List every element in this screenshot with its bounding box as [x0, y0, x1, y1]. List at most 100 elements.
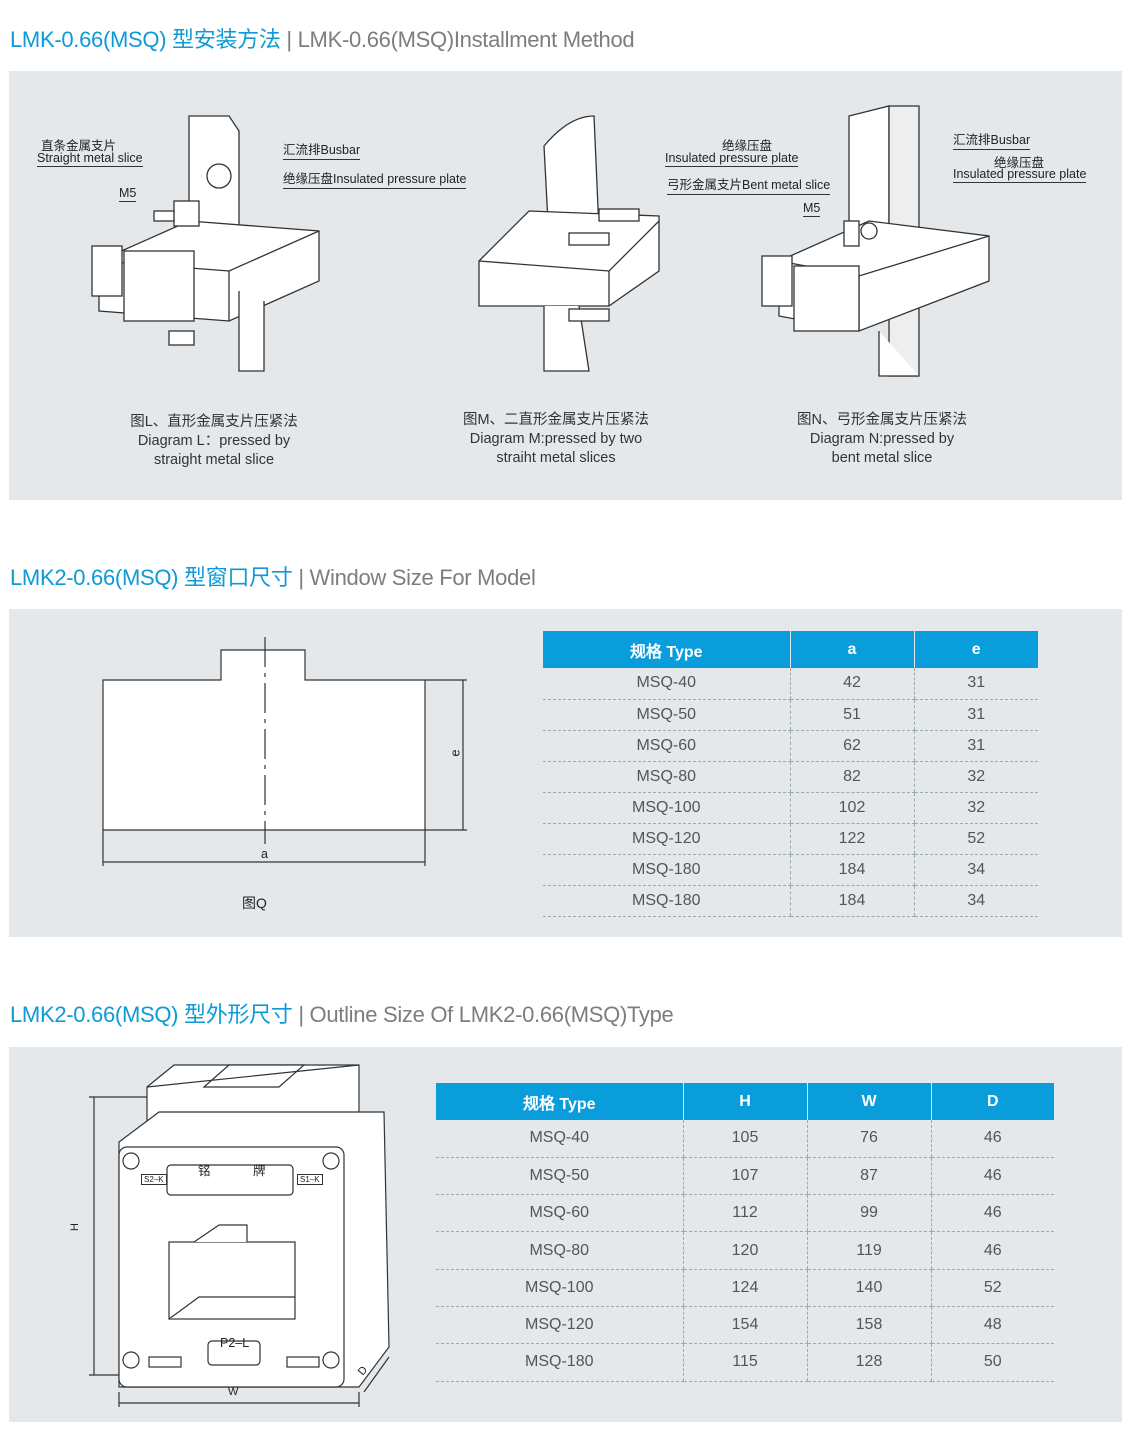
label-straight-slice-en: Straight metal slice	[37, 151, 143, 167]
table-cell: 115	[682, 1343, 807, 1382]
table-cell: MSQ-50	[436, 1157, 683, 1196]
table-cell: 112	[682, 1194, 807, 1233]
table-cell: MSQ-120	[543, 823, 790, 855]
table-cell: MSQ-60	[436, 1194, 683, 1233]
caption-line: Diagram M:pressed by two	[469, 431, 643, 447]
label-m5-n: M5	[803, 201, 821, 217]
table-cell: 87	[806, 1157, 931, 1196]
table-cell: 105	[682, 1120, 807, 1158]
dim-a-label: a	[261, 847, 268, 861]
table-cell: 31	[913, 699, 1038, 731]
caption-diagram-m: 图M、二直形金属支片压紧法 Diagram M:pressed by two str…	[406, 411, 706, 468]
outline-size-panel: 铭 牌 S2–K S1–K P2–L H W D 规格 Type H W D M…	[9, 1047, 1122, 1422]
table-cell: MSQ-80	[436, 1231, 683, 1270]
table-cell: 102	[789, 792, 914, 824]
table-cell: 46	[930, 1231, 1054, 1270]
table-cell: MSQ-50	[543, 699, 790, 731]
window-diagram	[102, 637, 467, 866]
caption-line: 图N、弓形金属支片压紧法	[797, 412, 967, 428]
table-cell: 52	[913, 823, 1038, 855]
header-d: D	[930, 1083, 1054, 1120]
label-straight-slice-cn: 直条金属支片	[41, 139, 117, 153]
table-cell: 52	[930, 1269, 1054, 1307]
header-type: 规格 Type	[543, 631, 790, 668]
label-plate2-n-cn: 绝缘压盘	[994, 156, 1045, 170]
header-e: e	[913, 631, 1038, 668]
table-cell: 31	[913, 730, 1038, 762]
table-cell: 76	[806, 1120, 931, 1158]
table-cell: 32	[913, 761, 1038, 793]
table-cell: 140	[806, 1269, 931, 1307]
table-cell: MSQ-40	[436, 1120, 683, 1158]
diagram-m-illustration	[478, 115, 660, 372]
table-cell: MSQ-180	[436, 1343, 683, 1382]
table-cell: 31	[913, 668, 1038, 700]
table-cell: 82	[789, 761, 914, 793]
table-cell: 184	[789, 854, 914, 886]
table-cell: 46	[930, 1194, 1054, 1233]
caption-line: bent metal slice	[831, 450, 933, 466]
installation-panel: 直条金属支片 Straight metal slice M5 汇流排Busbar…	[9, 71, 1122, 500]
diagram-n-illustration	[761, 105, 990, 377]
table-cell: MSQ-40	[543, 668, 790, 700]
table-cell: MSQ-180	[543, 885, 790, 917]
table-cell: 107	[682, 1157, 807, 1196]
label-m5-l: M5	[119, 186, 137, 202]
caption-line: 图L、直形金属支片压紧法	[130, 414, 298, 430]
table-cell: 34	[913, 854, 1038, 886]
caption-line: Diagram N:pressed by	[809, 431, 955, 447]
table-cell: 34	[913, 885, 1038, 917]
table-cell: MSQ-100	[543, 792, 790, 824]
terminal-s1k: S1–K	[297, 1174, 323, 1185]
section-title-installation: LMK-0.66(MSQ) 型安装方法 | LMK-0.66(MSQ)Insta…	[10, 27, 635, 52]
nameplate-char-2: 牌	[253, 1164, 266, 1178]
table-cell: 99	[806, 1194, 931, 1233]
caption-line: 图M、二直形金属支片压紧法	[462, 412, 650, 428]
header-h: H	[682, 1083, 807, 1120]
caption-line: straiht metal slices	[496, 450, 616, 466]
label-plate-n-en: Insulated pressure plate	[665, 151, 799, 167]
diagram-l-illustration	[91, 115, 320, 372]
header-type: 规格 Type	[436, 1083, 683, 1120]
table-cell: 32	[913, 792, 1038, 824]
table-cell: 46	[930, 1157, 1054, 1196]
terminal-s2k: S2–K	[141, 1174, 167, 1185]
dim-h-label: H	[68, 1223, 81, 1231]
table-cell: 48	[930, 1306, 1054, 1345]
table-cell: 124	[682, 1269, 807, 1307]
outline-diagram	[89, 1064, 390, 1407]
header-a: a	[789, 631, 914, 668]
table-cell: MSQ-80	[543, 761, 790, 793]
caption-line: Diagram L：pressed by	[137, 433, 291, 449]
section-title-outline-size: LMK2-0.66(MSQ) 型外形尺寸 | Outline Size Of L…	[10, 1002, 674, 1027]
label-plate-n-cn: 绝缘压盘	[722, 139, 773, 153]
label-busbar-n: 汇流排Busbar	[953, 129, 1031, 150]
table-cell: 50	[930, 1343, 1054, 1382]
nameplate-char-1: 铭	[198, 1164, 211, 1178]
label-plate-l: 绝缘压盘Insulated pressure plate	[283, 168, 467, 189]
table-cell: 62	[789, 730, 914, 762]
table-cell: 42	[789, 668, 914, 700]
table-cell: 154	[682, 1306, 807, 1345]
caption-diagram-n: 图N、弓形金属支片压紧法 Diagram N:pressed by bent met…	[732, 411, 1032, 468]
table-cell: 46	[930, 1120, 1054, 1158]
table-cell: MSQ-120	[436, 1306, 683, 1345]
label-plate2-n-en: Insulated pressure plate	[953, 167, 1087, 183]
